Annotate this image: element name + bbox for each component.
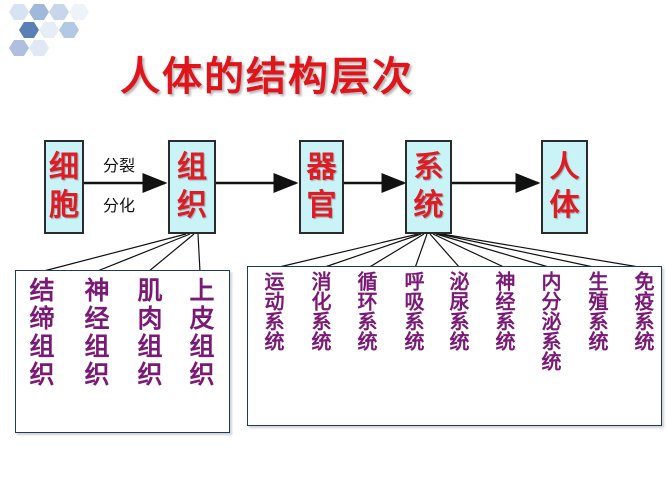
tissue-muscle: 肌肉组织 [134, 277, 163, 389]
system-nervous: 神经系统 [492, 271, 516, 351]
system-endocrine: 内分泌系统 [538, 271, 562, 371]
hexagon-decoration [9, 4, 89, 56]
tissue-nervous: 神经组织 [81, 277, 110, 389]
node-organ: 器 官 [299, 140, 344, 234]
system-list-panel [247, 266, 662, 426]
tissue-list-panel [15, 270, 230, 433]
tissue-connective: 结缔组织 [26, 277, 55, 389]
system-locomotor: 运动系统 [261, 271, 285, 351]
node-tissue: 组 织 [168, 140, 216, 234]
system-respiratory: 呼吸系统 [401, 271, 425, 351]
system-immune: 免疫系统 [631, 271, 655, 351]
label-division: 分裂 [103, 156, 136, 175]
label-differentiation: 分化 [103, 196, 136, 215]
system-fan-lines [274, 233, 646, 269]
node-human-body: 人 体 [541, 140, 588, 234]
page-title: 人体的结构层次 [120, 54, 414, 100]
system-circulatory: 循环系统 [354, 271, 378, 351]
tissue-epithelial: 上皮组织 [186, 277, 215, 389]
system-reproductive: 生殖系统 [585, 271, 609, 351]
system-urinary: 泌尿系统 [446, 271, 470, 351]
tissue-fan-lines [39, 233, 201, 273]
node-cell: 细 胞 [44, 140, 84, 234]
system-digestive: 消化系统 [308, 271, 332, 351]
node-system: 系 统 [405, 140, 452, 234]
